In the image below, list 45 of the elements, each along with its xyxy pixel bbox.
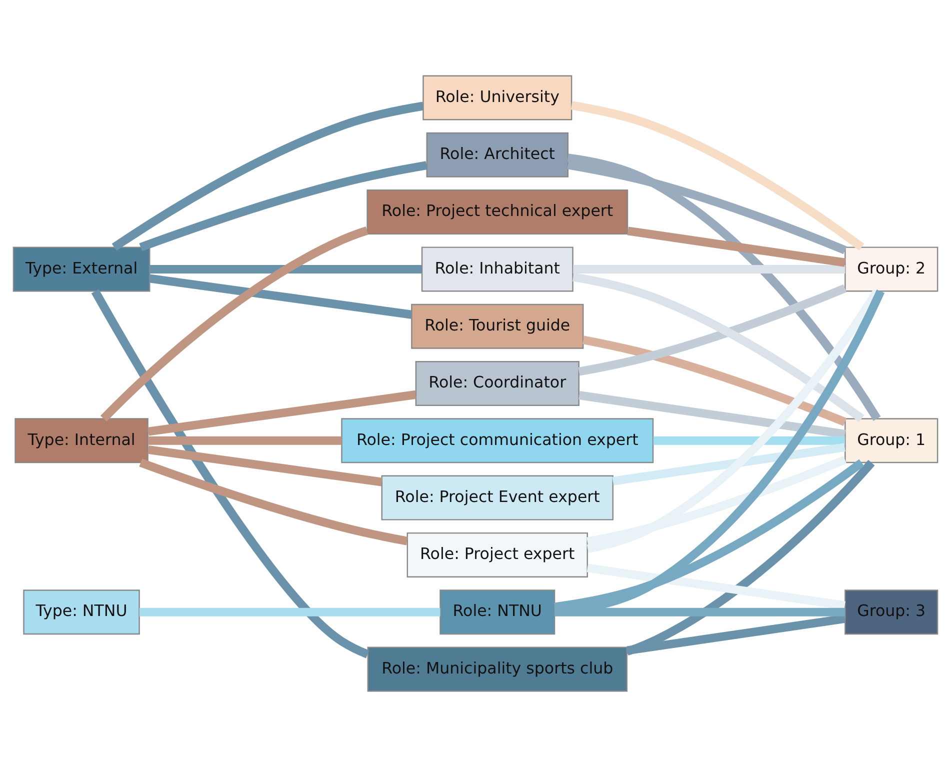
connector — [554, 608, 846, 616]
node-box: Group: 3 — [844, 590, 938, 635]
connector — [139, 161, 428, 252]
connector — [578, 391, 846, 438]
connector — [586, 564, 846, 610]
connector — [139, 458, 408, 546]
node-box: Role: Inhabitant — [421, 246, 574, 292]
node-box: Group: 1 — [844, 418, 938, 464]
node-box: Role: Project technical expert — [366, 190, 628, 235]
connector — [112, 102, 424, 251]
node-box: Role: Coordinator — [415, 361, 580, 406]
connector — [626, 614, 846, 655]
node-box: Role: Project communication expert — [341, 418, 654, 464]
node-box: Role: NTNU — [440, 590, 556, 635]
connector — [148, 446, 382, 486]
node-box: Role: Project Event expert — [381, 475, 614, 520]
connector — [100, 226, 368, 422]
connector — [149, 274, 412, 319]
connector — [567, 160, 847, 254]
node-box: Role: Architect — [426, 132, 569, 178]
connector — [572, 272, 864, 422]
connector — [150, 264, 422, 274]
connector — [554, 289, 885, 616]
connector — [148, 390, 416, 436]
connector — [612, 443, 846, 486]
connector — [653, 436, 845, 445]
connector — [627, 226, 846, 267]
connector — [91, 289, 370, 658]
connector — [139, 608, 440, 616]
node-box: Role: Tourist guide — [411, 304, 584, 349]
connector — [573, 264, 846, 274]
node-box: Role: Municipality sports club — [367, 646, 628, 692]
connector — [586, 456, 847, 546]
connector — [626, 460, 875, 656]
connector — [570, 101, 864, 251]
node-box: Group: 2 — [844, 246, 938, 292]
node-box: Type: External — [12, 246, 150, 292]
node-box: Role: University — [422, 75, 572, 120]
node-box: Type: NTNU — [23, 590, 140, 635]
node-box: Type: Internal — [14, 418, 148, 464]
connector — [582, 336, 846, 426]
connector — [578, 284, 847, 376]
connector — [567, 154, 881, 421]
connector — [148, 436, 342, 445]
node-box: Role: Project expert — [406, 532, 588, 578]
